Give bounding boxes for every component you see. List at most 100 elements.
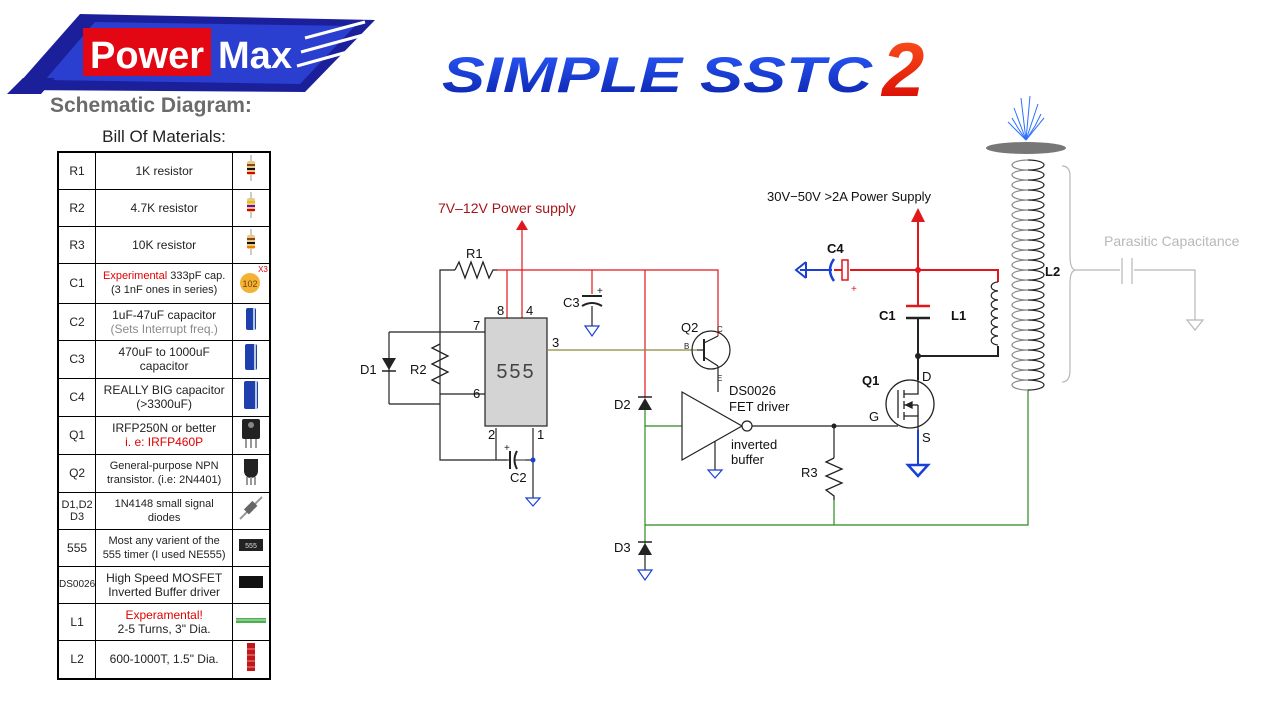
logo-word-power: Power [90,35,204,77]
diode-d1 [382,358,396,372]
bom-ref: C1 [57,262,97,304]
mosfet-icon [232,415,271,455]
q1-gate: G [869,409,879,424]
bom-desc: 1uF-47uF capacitor(Sets Interrupt freq.) [95,302,234,341]
secondary-coil-l2 [1011,159,1045,391]
ground-symbol [706,469,724,479]
ground-symbol [905,463,931,478]
diode-d2 [638,396,652,410]
bom-ref: C3 [57,339,97,379]
ic-chip-text: 555 [245,543,257,550]
page-subtitle: Schematic Diagram: [50,94,252,117]
label-c2: C2 [510,470,527,485]
label-q2: Q2 [681,320,698,335]
resistor-r3 [824,426,844,500]
electrolytic-capacitor-icon [232,302,271,341]
label-l1: L1 [951,308,966,323]
ic-555 [484,317,548,427]
top-load [986,142,1066,154]
bom-desc: REALLY BIG capacitor(>3300uF) [95,377,234,417]
bom-ref: 555 [57,528,97,567]
bom-desc: Experamental!2-5 Turns, 3" Dia. [95,602,234,641]
low-voltage-rail [497,228,719,398]
primary-coil-l1 [990,281,999,346]
high-voltage-rail [834,220,999,306]
logo-red-box [83,28,211,76]
capacitor-c2 [507,450,525,470]
q2-base: B [684,342,689,351]
label-c4: C4 [827,241,844,256]
resistor-r1 [454,260,497,280]
secondary-coil-icon [232,639,271,679]
label-d2: D2 [614,397,631,412]
pin-2: 2 [488,427,495,442]
pin-4: 4 [526,303,533,318]
bom-ref: R2 [57,188,97,227]
bom-desc: 1K resistor [95,151,234,190]
pin-8: 8 [497,303,504,318]
c2-plus: + [504,443,510,454]
label-r1: R1 [466,246,483,261]
ground-symbol [636,569,654,582]
ground-symbol [524,497,542,507]
node-dot [530,457,536,463]
q1-drain: D [922,369,931,384]
high-voltage-arrow [911,208,925,222]
pin-1: 1 [537,427,544,442]
ground-symbol [583,325,601,338]
c4-plus: + [851,284,857,295]
ic-chip-icon [232,565,271,604]
q1-source: S [922,430,931,445]
logo-word-max: Max [218,35,292,77]
capacitor-multiplier: X3 [258,265,268,274]
ic-555-label: 555 [496,361,535,383]
driver-label-1: DS0026 [729,383,776,398]
label-c1: C1 [879,308,896,323]
bom-ref: L1 [57,602,97,641]
node-dot [915,267,921,273]
q2-collector: C [717,325,723,334]
gate-drive-wires [644,390,1029,545]
parasitic-label: Parasitic Capacitance [1104,233,1240,249]
electrolytic-capacitor-icon [232,339,271,379]
label-d1: D1 [360,362,377,377]
label-l2: L2 [1045,264,1060,279]
bom-desc: 10K resistor [95,225,234,264]
bom-desc: Experimental 333pF cap.(3 1nF ones in se… [95,262,234,304]
diode-d3 [638,541,652,570]
diode-icon [232,491,271,530]
spark-discharge [1007,95,1045,141]
inverted-buffer [681,390,878,470]
bom-row: L1 Experamental!2-5 Turns, 3" Dia. [57,602,271,641]
label-r2: R2 [410,362,427,377]
label-q1: Q1 [862,373,879,388]
bom-desc: 600-1000T, 1.5" Dia. [95,639,234,679]
label-d3: D3 [614,540,631,555]
bom-row: C2 1uF-47uF capacitor(Sets Interrupt fre… [57,302,271,341]
coil-icon [232,602,271,641]
bom-ref: Q2 [57,453,97,493]
bom-row: R2 4.7K resistor [57,188,271,227]
supply-high-label: 30V−50V >2A Power Supply [767,189,932,204]
pin-6: 6 [473,386,480,401]
capacitor-code: 102 [243,279,258,289]
resistor-icon [232,188,271,227]
timing-wires [388,269,534,498]
bom-ref: C4 [57,377,97,417]
bom-ref: R3 [57,225,97,264]
inverted-label-1: inverted [731,437,777,452]
capacitor-c1 [906,304,930,380]
label-c3: C3 [563,295,580,310]
